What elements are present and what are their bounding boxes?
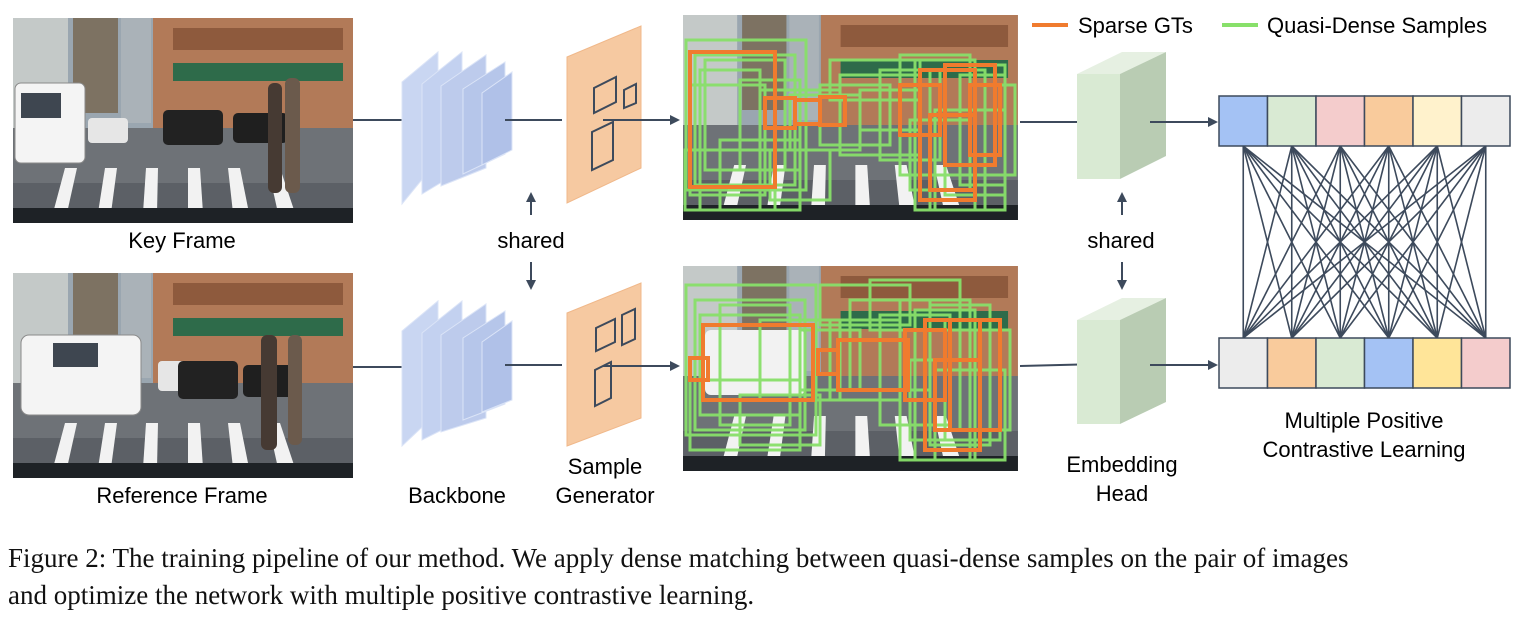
embedding-top-cell-4 — [1363, 95, 1414, 147]
embedding-head-label-line1: Embedding — [1066, 452, 1177, 477]
reference-frame-image — [13, 273, 353, 478]
embedding-bottom-cell-3 — [1315, 337, 1366, 389]
matching-lines — [1242, 145, 1487, 339]
match-line — [1436, 145, 1487, 339]
embedding-bottom-cell-2 — [1266, 337, 1317, 389]
shared-right-label: shared — [1087, 228, 1154, 253]
key-frame-label: Key Frame — [128, 228, 236, 253]
embedding-top-cell-5 — [1412, 95, 1463, 147]
caption-line-1: Figure 2: The training pipeline of our m… — [8, 543, 1349, 573]
embedding-bottom-cell-5 — [1412, 337, 1463, 389]
match-line — [1242, 145, 1487, 339]
legend: Sparse GTs Quasi-Dense Samples — [1032, 13, 1487, 38]
backbone-top — [401, 50, 562, 206]
embedding-head-bottom — [1077, 298, 1166, 424]
contrastive-label-line1: Multiple Positive — [1285, 408, 1444, 433]
legend-dense-label: Quasi-Dense Samples — [1267, 13, 1487, 38]
embedding-head-top — [1077, 52, 1166, 179]
embedding-bottom-cell-1 — [1218, 337, 1269, 389]
sample-generator-top — [566, 25, 642, 204]
match-line — [1242, 145, 1341, 339]
embedding-bottom-cell-4 — [1363, 337, 1414, 389]
match-line — [1388, 145, 1487, 339]
embedding-head-label-line2: Head — [1096, 481, 1149, 506]
key-frame-image — [13, 18, 353, 223]
embedding-bottom-cell-6 — [1460, 337, 1511, 389]
match-line — [1242, 145, 1438, 339]
caption-line-2: and optimize the network with multiple p… — [8, 580, 755, 610]
embedding-top-cell-2 — [1266, 95, 1317, 147]
embedding-top-cell-3 — [1315, 95, 1366, 147]
embedding-top-cell-6 — [1460, 95, 1511, 147]
match-line — [1291, 145, 1487, 339]
embedding-vector-bottom — [1218, 337, 1511, 389]
contrastive-label-line2: Contrastive Learning — [1262, 437, 1465, 462]
shared-left-label: shared — [497, 228, 564, 253]
embedding-vector-top — [1218, 95, 1511, 147]
embedding-top-cell-1 — [1218, 95, 1269, 147]
reference-frame-label: Reference Frame — [96, 483, 267, 508]
sample-generator-bottom — [566, 282, 642, 447]
key-detection-image — [683, 15, 1018, 220]
backbone-bottom — [401, 299, 562, 448]
figure-caption: Figure 2: The training pipeline of our m… — [8, 540, 1523, 614]
match-line — [1242, 145, 1293, 339]
sample-generator-label-line1: Sample — [568, 454, 643, 479]
sample-generator-label-line2: Generator — [555, 483, 654, 508]
pipeline-figure: Key Frame Reference Frame Backbone — [13, 13, 1511, 508]
match-line — [1339, 145, 1487, 339]
match-line — [1242, 145, 1390, 339]
legend-sparse-label: Sparse GTs — [1078, 13, 1193, 38]
reference-detection-image — [683, 266, 1018, 471]
backbone-label: Backbone — [408, 483, 506, 508]
